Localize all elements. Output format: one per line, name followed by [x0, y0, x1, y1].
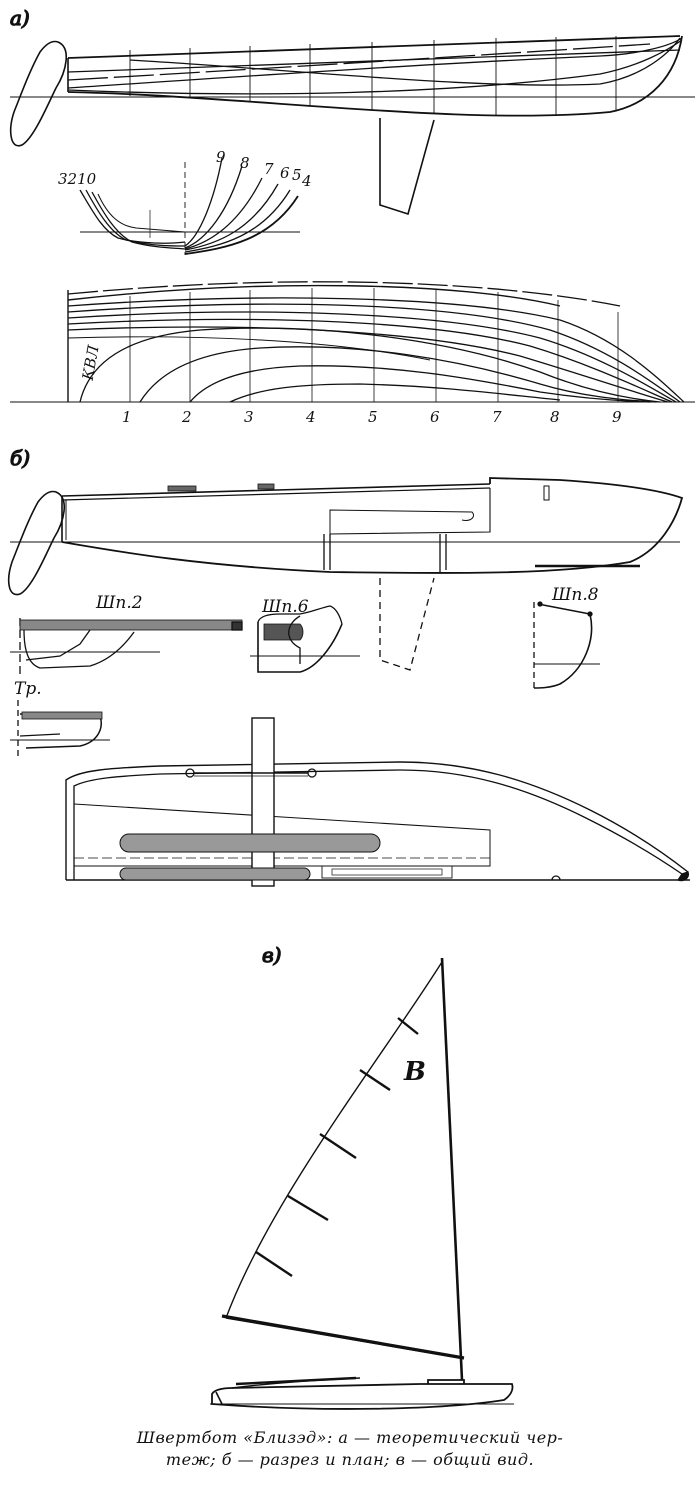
section-transom: Тр. [10, 679, 110, 760]
rudder-b [7, 490, 65, 596]
body-plan-label-6: 6 [280, 164, 290, 182]
deck-plan [65, 717, 690, 887]
station-label-6: 6 [430, 408, 440, 426]
station-label-1: 1 [122, 408, 132, 426]
panel-c-letter: в) [262, 943, 281, 967]
caption-line-2: теж; б — разрез и план; в — общий вид. [165, 1450, 535, 1469]
body-plan-label-9: 9 [216, 148, 226, 166]
body-plan-label-7: 7 [264, 160, 274, 178]
body-plan-label-3210: 3210 [58, 170, 97, 188]
station-label-3: 3 [244, 408, 254, 426]
station-label-9: 9 [612, 408, 622, 426]
section-8-label: Шп.8 [551, 585, 599, 605]
station-label-7: 7 [492, 408, 502, 426]
sail-mark: B [403, 1057, 426, 1087]
section-6-label: Шп.6 [261, 597, 309, 617]
half-breadth-plan: КВЛ 1 2 3 4 5 6 7 8 9 [10, 281, 695, 426]
hull-profile-a [10, 35, 695, 117]
figure-caption: Швертбот «Близэд»: а — теоретический чер… [0, 1427, 700, 1471]
panel-b-letter: б) [10, 446, 30, 470]
station-label-2: 2 [181, 408, 192, 426]
caption-line-1: Швертбот «Близэд»: а — теоретический чер… [136, 1428, 564, 1447]
station-label-5: 5 [368, 408, 378, 426]
station-label-8: 8 [550, 408, 560, 426]
station-label-4: 4 [305, 408, 316, 426]
kvl-label: КВЛ [79, 343, 103, 382]
body-plan-label-4: 4 [301, 172, 312, 190]
section-6: Шп.6 [250, 597, 360, 673]
panel-a-letter: а) [10, 6, 30, 30]
hull-section-b [10, 477, 684, 671]
rudder-a [9, 40, 67, 147]
sail-view: B [221, 957, 465, 1381]
body-plan: 3210 9 8 7 6 5 4 [58, 148, 312, 255]
centerboard-a [379, 118, 435, 216]
section-8: Шп.8 [533, 585, 600, 692]
section-2-label: Шп.2 [95, 593, 143, 613]
body-plan-label-8: 8 [240, 154, 250, 172]
body-plan-label-5: 5 [292, 166, 302, 184]
section-2: Шп.2 [10, 593, 243, 678]
section-transom-label: Тр. [14, 679, 42, 699]
hull-general-view [210, 1376, 514, 1410]
